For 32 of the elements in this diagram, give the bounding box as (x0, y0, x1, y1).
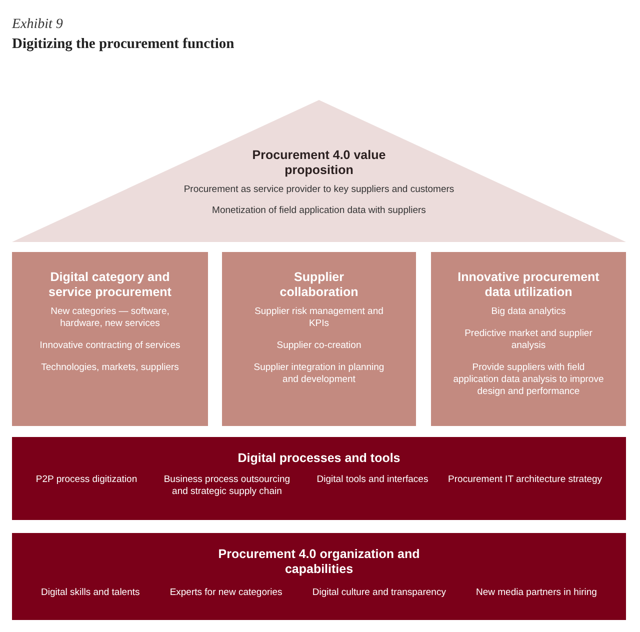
item-text: Predictive market and supplier analysis (464, 328, 594, 352)
item-text: New categories — software, hardware, new services (50, 306, 170, 330)
heading: Procurement 4.0 organization and capabilities (217, 547, 421, 577)
item-text: Procurement as service provider to key suppliers and customers (182, 184, 456, 196)
exhibit-label: Exhibit 9 (12, 17, 63, 33)
item-text: Supplier risk management and KPIs (254, 306, 384, 330)
item-text: Digital tools and interfaces (316, 474, 428, 487)
item-text: Supplier co-creation (276, 340, 362, 352)
heading: Digital category and service procurement (48, 270, 172, 300)
foundation-band (12, 437, 626, 520)
heading: Innovative procurement data utilization (456, 270, 600, 300)
pillar-panel (431, 252, 626, 426)
item-text: Procurement IT architecture strategy (448, 474, 602, 487)
item-text: Business process outsourcing and strategic supply chain (162, 474, 292, 498)
item-text: Monetization of field application data with suppliers (211, 205, 427, 217)
item-text: P2P process digitization (36, 474, 138, 487)
item-text: New media partners in hiring (476, 587, 597, 599)
heading: Procurement 4.0 value proposition (251, 148, 387, 178)
pillar-panel (12, 252, 208, 426)
item-text: Experts for new categories (170, 587, 282, 599)
item-text: Big data analytics (490, 306, 567, 318)
item-text: Digital skills and talents (41, 587, 140, 599)
item-text: Digital culture and transparency (312, 587, 446, 599)
pillar-panel (222, 252, 416, 426)
item-text: Technologies, markets, suppliers (40, 362, 180, 374)
item-text: Provide suppliers with field application data analysis to improve design and performance (452, 362, 605, 398)
title: Digitizing the procurement function (12, 36, 234, 53)
heading: Supplier collaboration (278, 270, 360, 300)
heading: Digital processes and tools (236, 451, 402, 466)
foundation-band (12, 533, 626, 620)
item-text: Supplier integration in planning and development (252, 362, 386, 386)
item-text: Innovative contracting of services (38, 340, 182, 352)
